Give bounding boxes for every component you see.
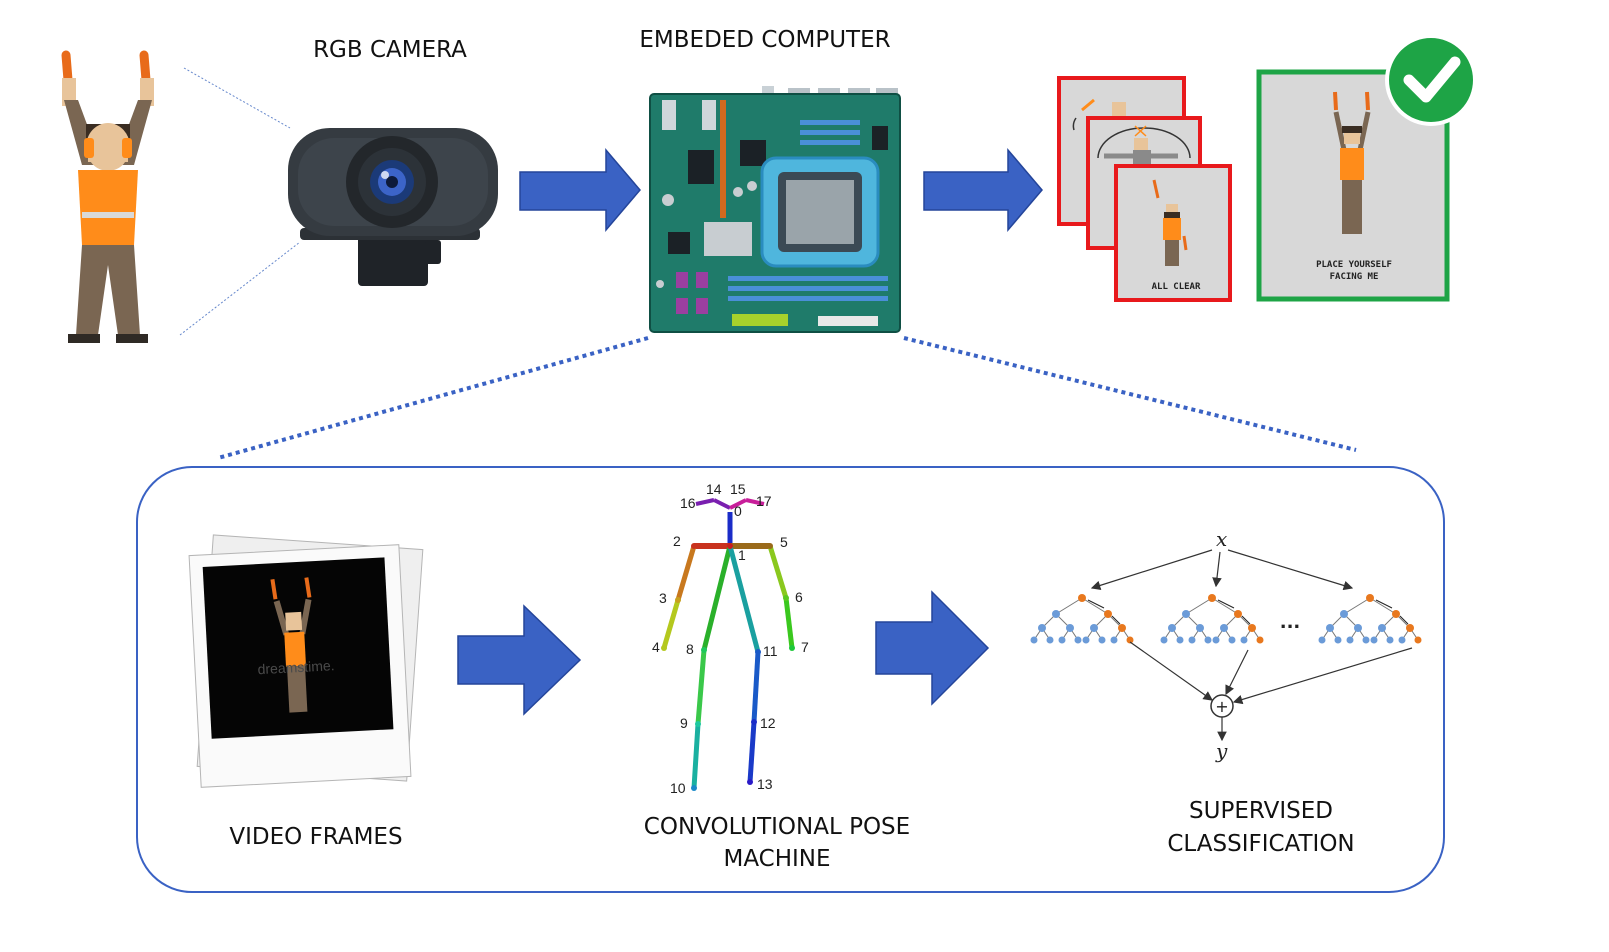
- arrow-camera-to-computer: [519, 147, 641, 233]
- accepted-card-figure: [1333, 91, 1371, 234]
- ensemble-output-y: y: [1215, 739, 1228, 763]
- keypoint-label: 9: [680, 715, 688, 731]
- decision-tree-3: [1318, 593, 1422, 644]
- ensemble-input-x: x: [1216, 527, 1227, 551]
- view-line-top: [183, 67, 291, 129]
- classification-label-line2: CLASSIFICATION: [1167, 831, 1354, 857]
- cpm-label-line1: CONVOLUTIONAL POSE: [644, 814, 910, 840]
- keypoint-label: 12: [760, 715, 776, 731]
- zoom-line-right: [903, 336, 1357, 452]
- ensemble-combiner-symbol: +: [1215, 697, 1228, 716]
- signal-card-3: [1114, 164, 1232, 302]
- video-frames-label: VIDEO FRAMES: [229, 824, 402, 850]
- keypoint-label: 6: [795, 589, 803, 605]
- decision-tree-1: [1030, 593, 1134, 644]
- camera-icon: [288, 128, 498, 286]
- arrow-computer-to-signals: [923, 147, 1043, 233]
- card-2-figure: [1097, 125, 1191, 164]
- keypoint-label: 15: [730, 481, 746, 497]
- view-line-bottom: [179, 241, 301, 336]
- keypoint-labels: 0 1 2 3 4 5 6 7 8 9 10 11 12 13 14 15 16…: [652, 481, 809, 796]
- card-3-caption: ALL CLEAR: [1152, 282, 1201, 292]
- computer-label: EMBEDED COMPUTER: [639, 27, 890, 53]
- keypoint-label: 2: [673, 533, 681, 549]
- pose-skeleton: [661, 498, 795, 791]
- keypoint-label: 17: [756, 493, 772, 509]
- keypoint-label: 4: [652, 639, 660, 655]
- keypoint-label: 3: [659, 590, 667, 606]
- keypoint-label: 1: [738, 547, 746, 563]
- frame-watermark: dreamstime.: [257, 657, 335, 677]
- accepted-card-line1: PLACE YOURSELF: [1316, 260, 1392, 270]
- ensemble-ellipsis: ...: [1280, 612, 1301, 633]
- card-3-figure: [1152, 179, 1188, 266]
- decision-tree-2: [1160, 593, 1264, 644]
- motherboard-icon: [649, 86, 901, 333]
- zoom-line-left: [217, 336, 649, 460]
- keypoint-label: 0: [734, 503, 742, 519]
- keypoint-label: 7: [801, 639, 809, 655]
- keypoint-label: 5: [780, 534, 788, 550]
- keypoint-label: 11: [763, 643, 778, 659]
- accepted-card-line2: FACING ME: [1330, 272, 1379, 282]
- random-forest-diagram: x ... + y: [1030, 527, 1422, 763]
- arrow-frames-to-cpm: [457, 604, 582, 716]
- keypoint-label: 16: [680, 495, 696, 511]
- arrow-cpm-to-classifier: [875, 590, 990, 706]
- check-icon: [1385, 34, 1477, 126]
- pipeline-panel: [136, 466, 1445, 893]
- keypoint-label: 13: [757, 776, 773, 792]
- keypoint-label: 8: [686, 641, 694, 657]
- camera-label: RGB CAMERA: [313, 37, 467, 63]
- keypoint-label: 14: [706, 481, 722, 497]
- marshaller-figure: [61, 50, 154, 343]
- rejected-signal-cards: ALL CLEAR: [1057, 76, 1232, 302]
- video-frames-icon: dreamstime.: [188, 534, 424, 788]
- classification-label-line1: SUPERVISED: [1189, 798, 1333, 824]
- frame-marshaller-icon: [270, 577, 312, 713]
- accepted-signal-card: PLACE YOURSELF FACING ME: [1256, 34, 1477, 302]
- cpm-label-line2: MACHINE: [723, 846, 830, 872]
- keypoint-label: 10: [670, 780, 686, 796]
